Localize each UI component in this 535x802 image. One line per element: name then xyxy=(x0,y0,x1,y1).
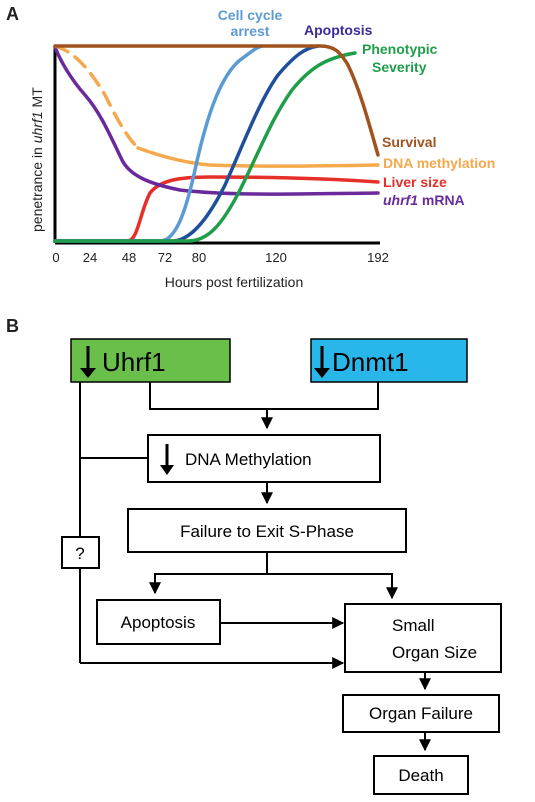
down-arrow-icon-head xyxy=(160,465,174,475)
dna-methylation-curve-dashed xyxy=(53,44,140,150)
arrow-to-small-organ xyxy=(267,573,398,600)
dna-methylation-curve xyxy=(136,146,380,168)
y-axis-title: penetrance in uhrf1 MT xyxy=(29,87,45,232)
phenotypic-label-line2: Severity xyxy=(372,59,427,75)
phenotypic-severity-curve xyxy=(53,51,357,243)
apoptosis-box-bg xyxy=(96,599,221,645)
death-box: Death xyxy=(373,755,469,795)
dnmt1-box-bg xyxy=(310,338,468,383)
x-axis-title: Hours post fertilization xyxy=(165,274,304,290)
organ-failure-box: Organ Failure xyxy=(342,694,500,733)
x-tick-48: 48 xyxy=(122,250,136,265)
apoptosis-curve xyxy=(53,44,320,243)
small-organ-text-line1: Small xyxy=(392,616,435,635)
connectors xyxy=(79,382,431,752)
uhrf1-box: Uhrf1 xyxy=(70,338,231,383)
x-tick-labels: 0 24 48 72 80 120 192 xyxy=(52,250,388,265)
cell-cycle-label-line2: arrest xyxy=(231,23,270,39)
uhrf1-label: Uhrf1 xyxy=(102,347,166,377)
down-arrow-icon-head xyxy=(80,368,96,378)
apoptosis-box: Apoptosis xyxy=(96,599,221,645)
x-tick-80: 80 xyxy=(192,250,206,265)
down-arrow-icon-head xyxy=(314,368,330,378)
organ-failure-text: Organ Failure xyxy=(369,704,473,723)
uhrf1-mrna-curve xyxy=(53,45,380,196)
dnmt1-box: Dnmt1 xyxy=(310,338,468,383)
s-phase-box: Failure to Exit S-Phase xyxy=(127,508,407,553)
death-text: Death xyxy=(398,766,443,785)
death-box-bg xyxy=(373,755,469,795)
x-tick-72: 72 xyxy=(158,250,172,265)
liver-size-label: Liver size xyxy=(383,174,447,190)
cell-cycle-label-line1: Cell cycle xyxy=(218,7,283,23)
organ-failure-box-bg xyxy=(342,694,500,733)
unknown-box-bg xyxy=(61,536,100,569)
survival-curve xyxy=(53,44,380,157)
dna-methylation-box: DNA Methylation xyxy=(147,434,381,483)
apoptosis-text: Apoptosis xyxy=(121,613,196,632)
dnmt1-label: Dnmt1 xyxy=(332,347,409,377)
small-organ-box-bg xyxy=(344,603,502,673)
apoptosis-label: Apoptosis xyxy=(304,22,373,38)
dna-methylation-box-bg xyxy=(147,434,381,483)
uhrf1-mrna-label: uhrf1 mRNA xyxy=(383,192,465,208)
x-tick-120: 120 xyxy=(265,250,287,265)
x-tick-0: 0 xyxy=(52,250,59,265)
phenotypic-label-line1: Phenotypic xyxy=(362,41,438,57)
survival-label: Survival xyxy=(382,134,436,150)
question-mark: ? xyxy=(75,544,84,563)
s-phase-box-bg xyxy=(127,508,407,553)
panel-a-letter: A xyxy=(6,4,19,24)
dna-methylation-label: DNA methylation xyxy=(383,155,495,171)
dna-methylation-text: DNA Methylation xyxy=(185,450,312,469)
unknown-box: ? xyxy=(61,536,100,569)
arrow-to-apoptosis xyxy=(149,552,268,595)
cell-cycle-arrest-curve xyxy=(53,44,264,243)
curves xyxy=(53,44,380,243)
uhrf1-box-bg xyxy=(70,338,231,383)
liver-size-curve xyxy=(53,175,380,243)
panel-b-letter: B xyxy=(6,316,19,336)
small-organ-text-line2: Organ Size xyxy=(392,643,477,662)
x-tick-192: 192 xyxy=(367,250,389,265)
s-phase-text: Failure to Exit S-Phase xyxy=(180,522,354,541)
merge-line xyxy=(149,382,379,410)
small-organ-box: Small Organ Size xyxy=(344,603,502,673)
x-tick-24: 24 xyxy=(83,250,97,265)
